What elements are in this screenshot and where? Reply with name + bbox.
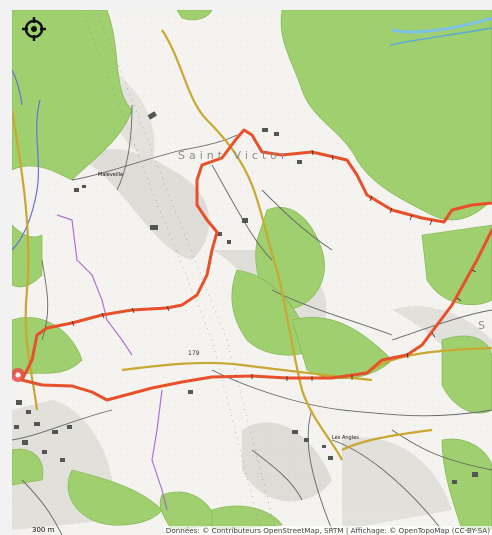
water-features	[12, 16, 492, 251]
elevation-label: 179	[188, 350, 200, 357]
place-label-maleveille: Maleveille	[98, 172, 124, 178]
scale-bar: 300 m	[20, 526, 54, 534]
map-attribution[interactable]: Données: © Contributeurs OpenStreetMap, …	[163, 526, 492, 535]
buildings	[14, 111, 478, 484]
edge-place-label: S	[478, 319, 489, 332]
gps-track-line[interactable]	[20, 128, 492, 382]
topo-map[interactable]: Maleveille Saint Victor Les Angles 179 S…	[12, 10, 492, 535]
admin-boundary	[56, 214, 168, 511]
track-direction-ticks	[71, 149, 477, 381]
locate-button[interactable]	[22, 17, 46, 41]
map-canvas[interactable]	[12, 10, 492, 535]
forest-areas	[12, 10, 492, 531]
place-label-saint-victor: Saint Victor	[178, 149, 290, 162]
crosshair-locate-icon	[22, 17, 46, 41]
location-marker-center	[15, 372, 21, 378]
main-roads	[12, 29, 492, 461]
power-lines	[81, 10, 278, 535]
place-label-les-angles: Les Angles	[332, 435, 359, 441]
scale-label: 300 m	[32, 526, 55, 534]
